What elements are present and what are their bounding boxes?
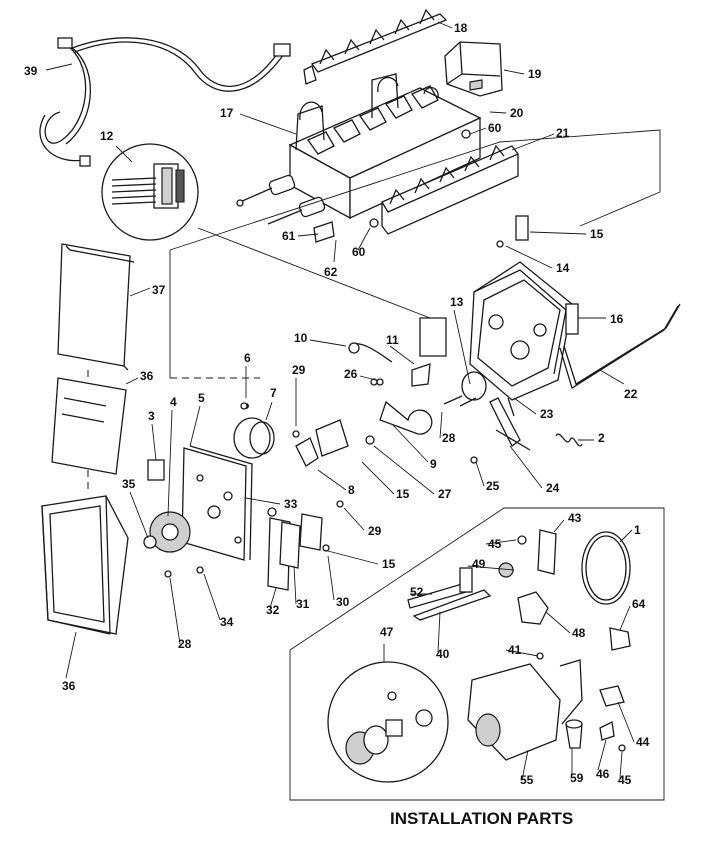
- fill-cup: [381, 144, 519, 235]
- callout-label: 64: [632, 597, 646, 611]
- callout-label: 34: [220, 615, 234, 629]
- callout-label: 36: [140, 369, 154, 383]
- callout-label: 1: [634, 523, 641, 537]
- callout-label: 26: [344, 367, 358, 381]
- callout-label: 20: [510, 106, 524, 120]
- callout-label: 35: [122, 477, 136, 491]
- callout-label: 60: [488, 121, 502, 135]
- mold-cover: [444, 41, 503, 97]
- callout-label: 46: [596, 767, 610, 781]
- switch-bracket: [267, 500, 344, 591]
- callout-label: 17: [220, 106, 234, 120]
- assembly-outline: [169, 129, 661, 378]
- label-small: [147, 459, 165, 481]
- shutoff-arm: [559, 303, 681, 390]
- callout-label: 24: [546, 481, 560, 495]
- callout-label: 30: [336, 595, 350, 609]
- callout-label: 15: [396, 487, 410, 501]
- callout-label: 2: [598, 431, 605, 445]
- callout-label: 39: [24, 64, 38, 78]
- callout-label: 45: [488, 537, 502, 551]
- callout-label: 8: [348, 483, 355, 497]
- callout-label: 13: [450, 295, 464, 309]
- callout-label: 37: [152, 283, 166, 297]
- callout-label: 33: [284, 497, 298, 511]
- callout-leaders: [45, 21, 635, 781]
- callout-label: 29: [368, 524, 382, 538]
- callout-label: 45: [618, 773, 632, 787]
- installation-parts-frame: [289, 507, 665, 801]
- callout-label: 3: [148, 409, 155, 423]
- timer-motor: [233, 403, 275, 459]
- callout-label: 62: [324, 265, 338, 279]
- callout-label: 31: [296, 597, 310, 611]
- switch-parts: [292, 317, 487, 467]
- callout-label: 22: [624, 387, 638, 401]
- connector-detail-leader: [197, 227, 431, 319]
- callout-label: 43: [568, 511, 582, 525]
- callout-label: 19: [528, 67, 542, 81]
- callout-label: 41: [508, 643, 522, 657]
- callout-label: 49: [472, 557, 486, 571]
- callout-label: 10: [294, 331, 308, 345]
- ice-mold: [288, 73, 482, 220]
- connector-detail: [101, 143, 199, 241]
- callout-label: 48: [572, 626, 586, 640]
- callout-label: 15: [590, 227, 604, 241]
- callout-label: 18: [454, 21, 468, 35]
- callout-label: 55: [520, 773, 534, 787]
- heater-assembly: [236, 129, 471, 243]
- callout-label: 47: [380, 625, 394, 639]
- callout-label: 29: [292, 363, 306, 377]
- mounting-plate: [181, 445, 253, 561]
- callout-label: 25: [486, 479, 500, 493]
- callout-label: 44: [636, 735, 650, 749]
- callout-label: 27: [438, 487, 452, 501]
- callout-label: 59: [570, 771, 584, 785]
- callout-label: 23: [540, 407, 554, 421]
- callout-label: 12: [100, 129, 114, 143]
- callout-label: 5: [198, 391, 205, 405]
- callout-label: 16: [610, 312, 624, 326]
- callout-label: 21: [556, 126, 570, 140]
- screws: [164, 378, 378, 578]
- callout-label: 36: [62, 679, 76, 693]
- small-switch: [496, 215, 529, 248]
- control-housing: [469, 261, 579, 401]
- callout-label: 60: [352, 245, 366, 259]
- installation-parts-caption: INSTALLATION PARTS: [390, 809, 573, 828]
- callout-label: 28: [178, 637, 192, 651]
- lever-parts: [470, 397, 583, 464]
- callout-label: 6: [244, 351, 251, 365]
- callout-label: 28: [442, 431, 456, 445]
- callout-label: 32: [266, 603, 280, 617]
- assembly-guide: [87, 370, 260, 490]
- callout-label: 40: [436, 647, 450, 661]
- ejector-blade: [303, 8, 448, 85]
- callout-label: 61: [282, 229, 296, 243]
- callout-labels: 39 18 19 20 17 12 60 21 61 62 60 15 14 3…: [24, 21, 650, 787]
- installation-parts: [327, 529, 631, 783]
- callout-label: 7: [270, 386, 277, 400]
- drive-gear: [143, 511, 191, 553]
- callout-label: 9: [430, 457, 437, 471]
- callout-label: 15: [382, 557, 396, 571]
- callout-label: 14: [556, 261, 570, 275]
- callout-label: 11: [386, 333, 399, 347]
- wire-harness: [39, 37, 291, 167]
- front-cover: [41, 495, 129, 635]
- callout-label: 52: [410, 585, 424, 599]
- callout-label: 4: [170, 395, 177, 409]
- instruction-booklets: [51, 243, 135, 475]
